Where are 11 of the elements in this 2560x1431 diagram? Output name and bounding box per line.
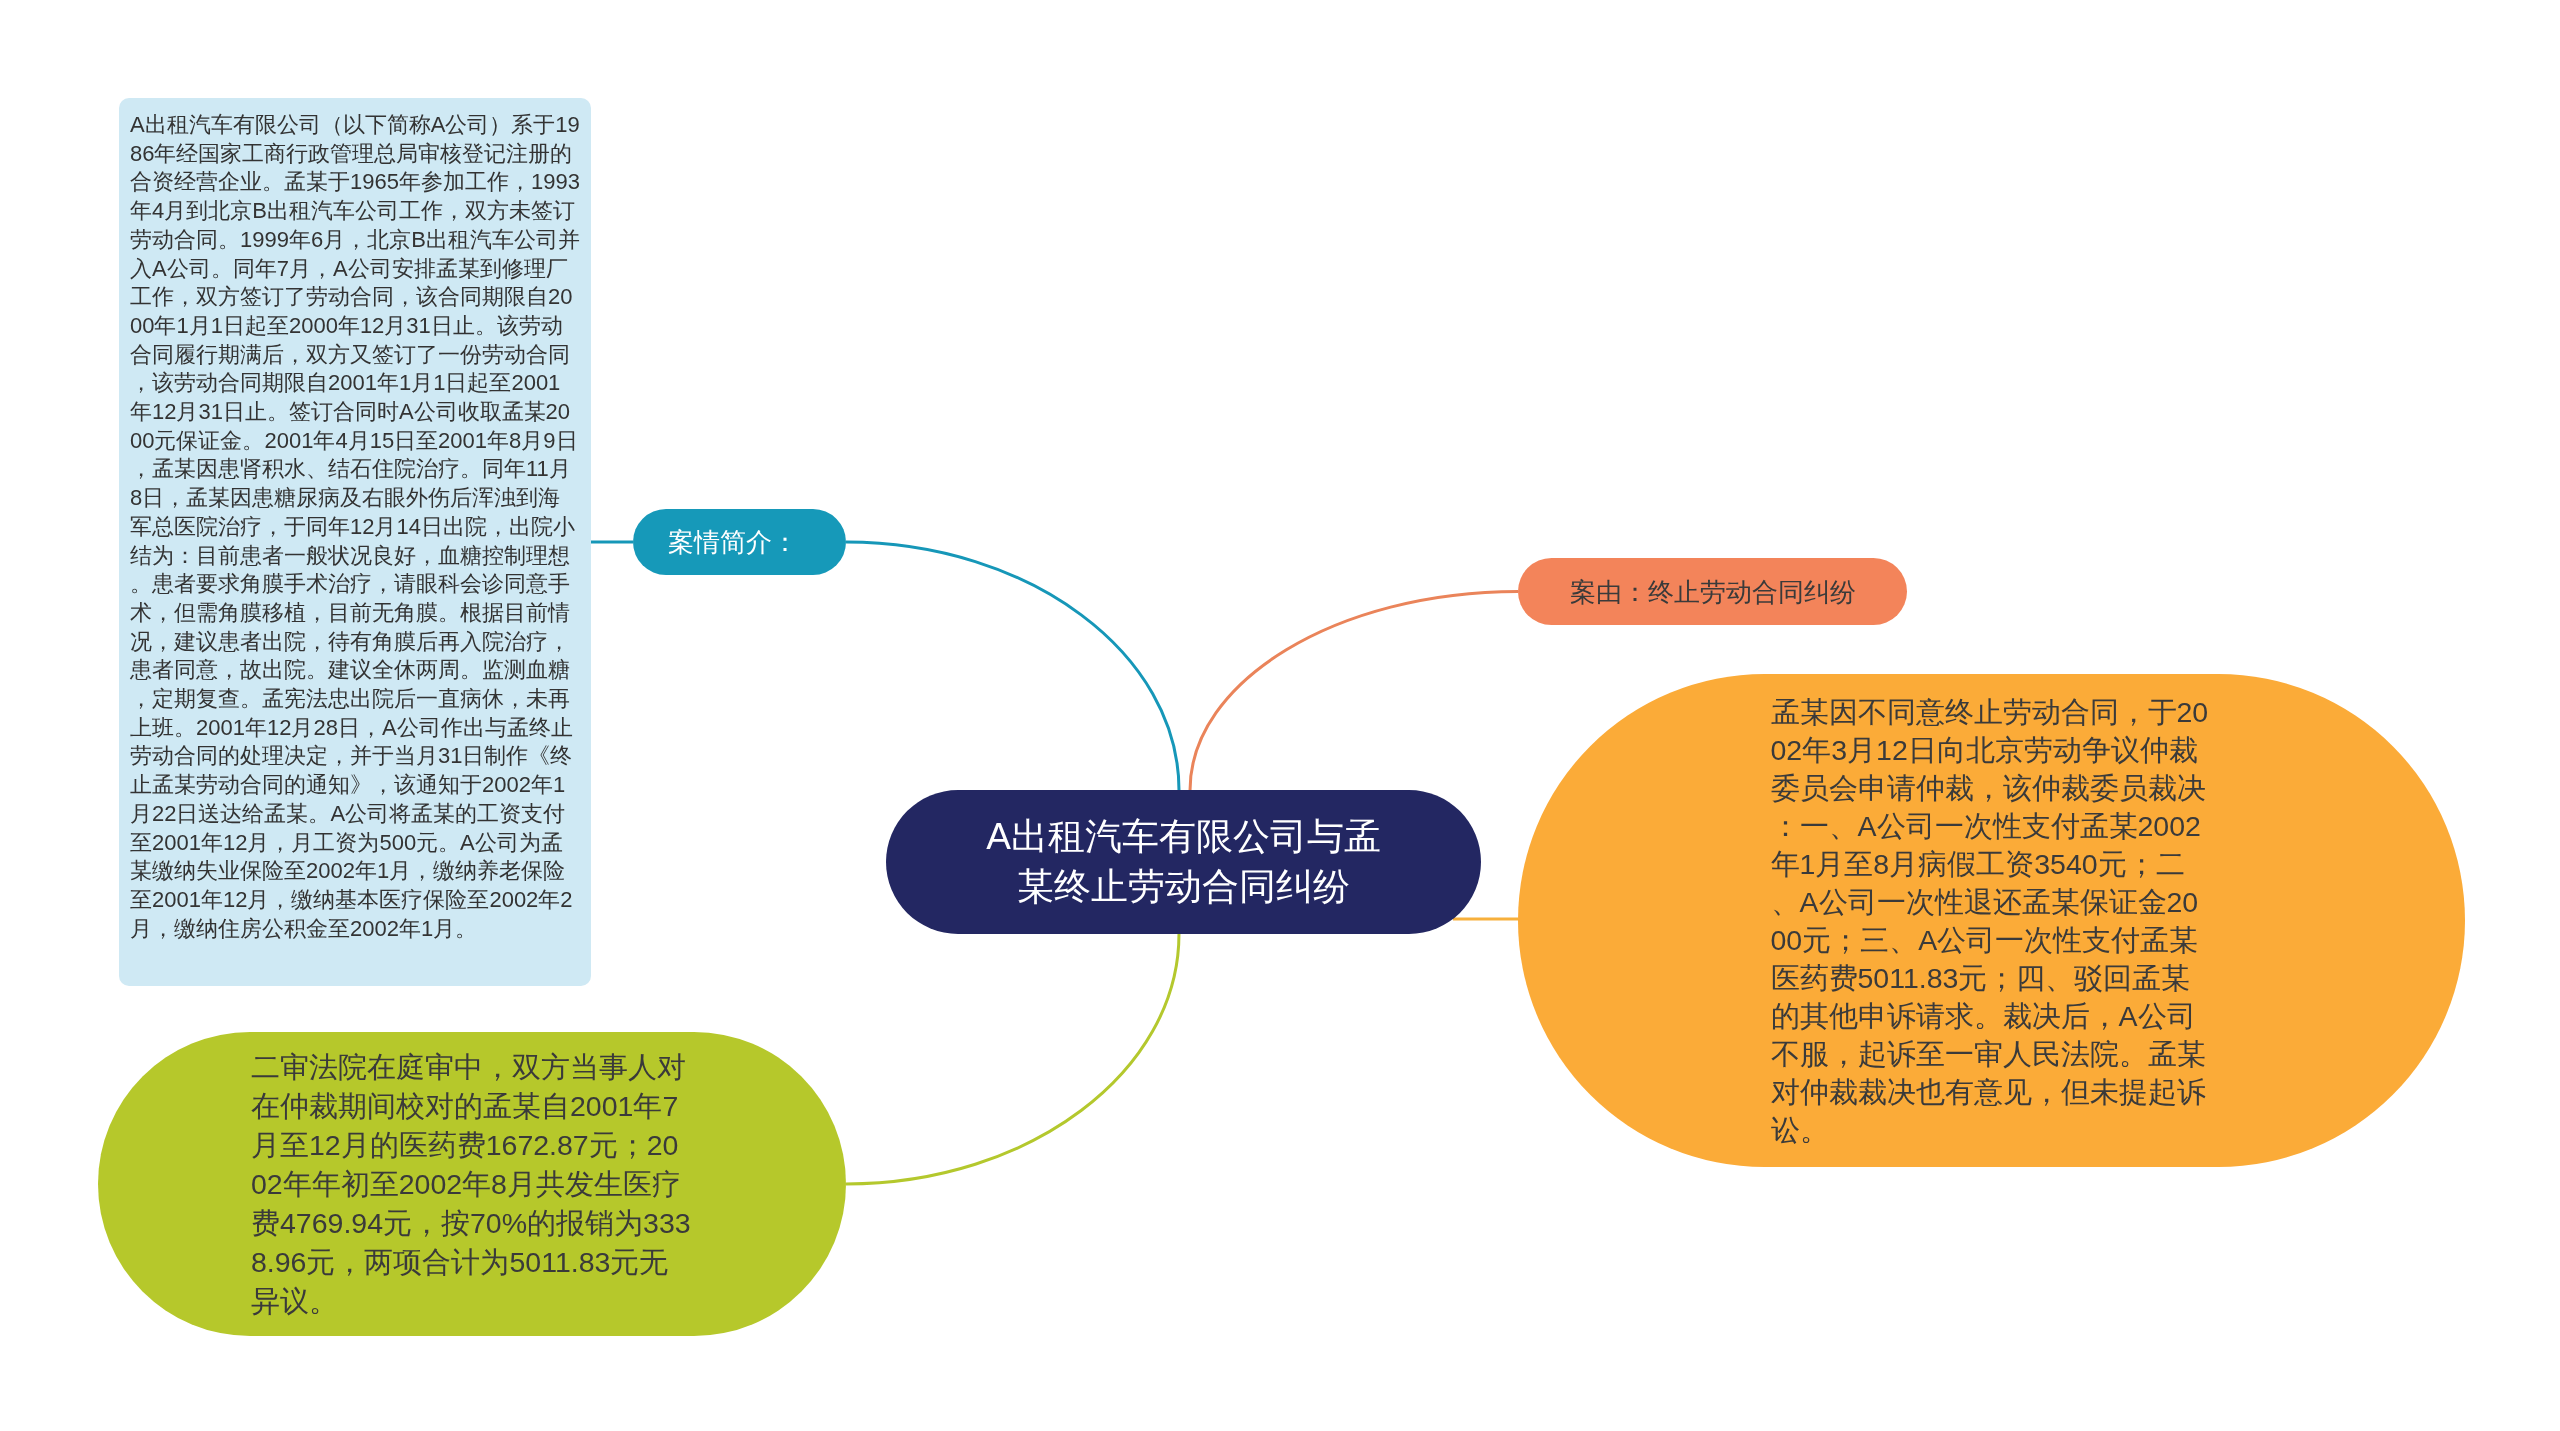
paragraph-text: 二审法院在庭审中，双方当事人对在仲裁期间校对的孟某自2001年7月至12月的医药费1672.87元；2002年年初至2002年8月共发生医疗费4769.94元，按70%的报销为3338.96元，两项合计为5011.83元无异议。 bbox=[251, 1049, 692, 1319]
connector-line bbox=[1452, 917, 1518, 921]
topic-text: 案由：终止劳动合同纠纷 bbox=[1569, 575, 1856, 609]
paragraph-text: 孟某因不同意终止劳动合同，于2002年3月12日向北京劳动争议仲裁委员会申请仲裁，该仲裁委员裁决：一、A公司一次性支付孟某2002年1月至8月病假工资3540元；二、A公司一次性退还孟某保证金2000元；三、A公司一次性支付孟某医药费5011.83元；四、驳回孟某的其他申诉请求。裁决后，A公司不服，起诉至一审人民法院。孟某对仲裁裁决也有意见，但未提起诉讼。 bbox=[1770, 694, 2210, 1148]
topic-text: A出租汽车有限公司与孟某终止劳动合同纠纷 bbox=[985, 815, 1382, 909]
topic-text: 案情简介： bbox=[667, 526, 798, 559]
connector-line bbox=[845, 933, 1181, 1186]
connector-line bbox=[845, 540, 1181, 791]
connector-line bbox=[591, 540, 633, 544]
paragraph-text: A出租汽车有限公司（以下简称A公司）系于1986年经国家工商行政管理总局审核登记注册的合资经营企业。孟某于1965年参加工作，1993年4月到北京B出租汽车公司工作，双方未签订劳动合同。1999年6月，北京B出租汽车公司并入A公司。同年7月，A公司安排孟某到修理厂工作，双方签订了劳动合同，该合同期限自2000年1月1日起至2000年12月31日止。该劳动合同履行期满后，双方又签订了一份劳动合同，该劳动合同期限自2001年1月1日起至2001年12月31日止。签订合同时A公司收取孟某2000元保证金。2001年4月15日至2001年8月9日，孟某因患肾积水、结石住院治疗。同年11月8日，孟某因患糖尿病及右眼外伤后浑浊到海军总医院治疗，于同年12月14日出院，出院小结为：目前患者一般状况良好，血糖控制理想。患者要求角膜手术治疗，请眼科会诊同意手术，但需角膜移植，目前无角膜。根据目前情况，建议患者出院，待有角膜后再入院治疗，患者同意，故出院。建议全休两周。监测血糖，定期复查。孟宪法忠出院后一直病休，未再上班。2001年12月28日，A公司作出与孟终止劳动合同的处理决定，并于当月31日制作《终止孟某劳动合同的通知》，该通知于2002年1月22日送达给孟某。A公司将孟某的工资支付至2001年12月，月工资为500元。A公司为孟某缴纳失业保险至2002年1月，缴纳养老保险至2001年12月，缴纳基本医疗保险至2002年2月，缴纳住房公积金至2002年1月。 bbox=[130, 111, 580, 943]
connector-line bbox=[1188, 590, 1519, 791]
